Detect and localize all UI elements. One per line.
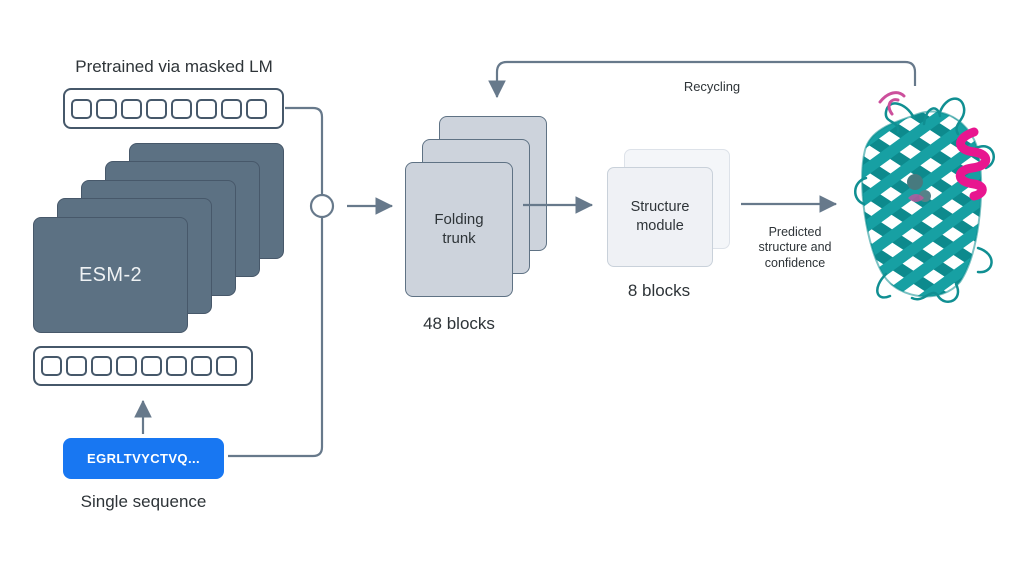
token-cell: [191, 356, 212, 376]
token-cell: [141, 356, 162, 376]
recycling-caption: Recycling: [683, 79, 741, 94]
token-cell: [246, 98, 267, 119]
token-cell: [91, 356, 112, 376]
folding-trunk-label: Folding trunk: [434, 210, 484, 247]
pretrained-title: Pretrained via masked LM: [75, 57, 273, 76]
merge-junction-node: [309, 193, 335, 219]
folding-trunk-card: Folding trunk: [405, 162, 513, 297]
token-cell: [66, 356, 87, 376]
esm2-label: ESM-2: [78, 263, 143, 286]
token-cell: [171, 98, 192, 119]
protein-loops: [854, 97, 995, 303]
token-cell: [96, 98, 117, 119]
token-cell: [146, 98, 167, 119]
token-cell: [166, 356, 187, 376]
chromophore: [907, 174, 923, 190]
structure-module-card: Structure module: [607, 167, 713, 267]
predicted-structure-caption: Predicted structure and confidence: [758, 225, 832, 270]
chromophore-magenta: [908, 194, 924, 202]
token-cell: [41, 356, 62, 376]
trunk-blocks-caption: 48 blocks: [423, 314, 495, 333]
structure-blocks-caption: 8 blocks: [627, 281, 691, 300]
structure-module-label: Structure module: [630, 199, 690, 234]
single-sequence-chip: EGRLTVYCTVQ...: [63, 438, 224, 479]
token-cell: [121, 98, 142, 119]
output-token-row: [63, 88, 284, 129]
token-cell: [71, 98, 92, 119]
magenta-helix: [955, 127, 991, 201]
token-cell: [216, 356, 237, 376]
token-cell: [196, 98, 217, 119]
token-cell: [116, 356, 137, 376]
protein-structure-image: [854, 91, 995, 303]
input-token-row: [33, 346, 253, 386]
esm2-model-card: ESM-2: [33, 217, 188, 333]
single-sequence-caption: Single sequence: [80, 492, 207, 511]
sequence-text: EGRLTVYCTVQ...: [87, 451, 200, 466]
token-cell: [221, 98, 242, 119]
